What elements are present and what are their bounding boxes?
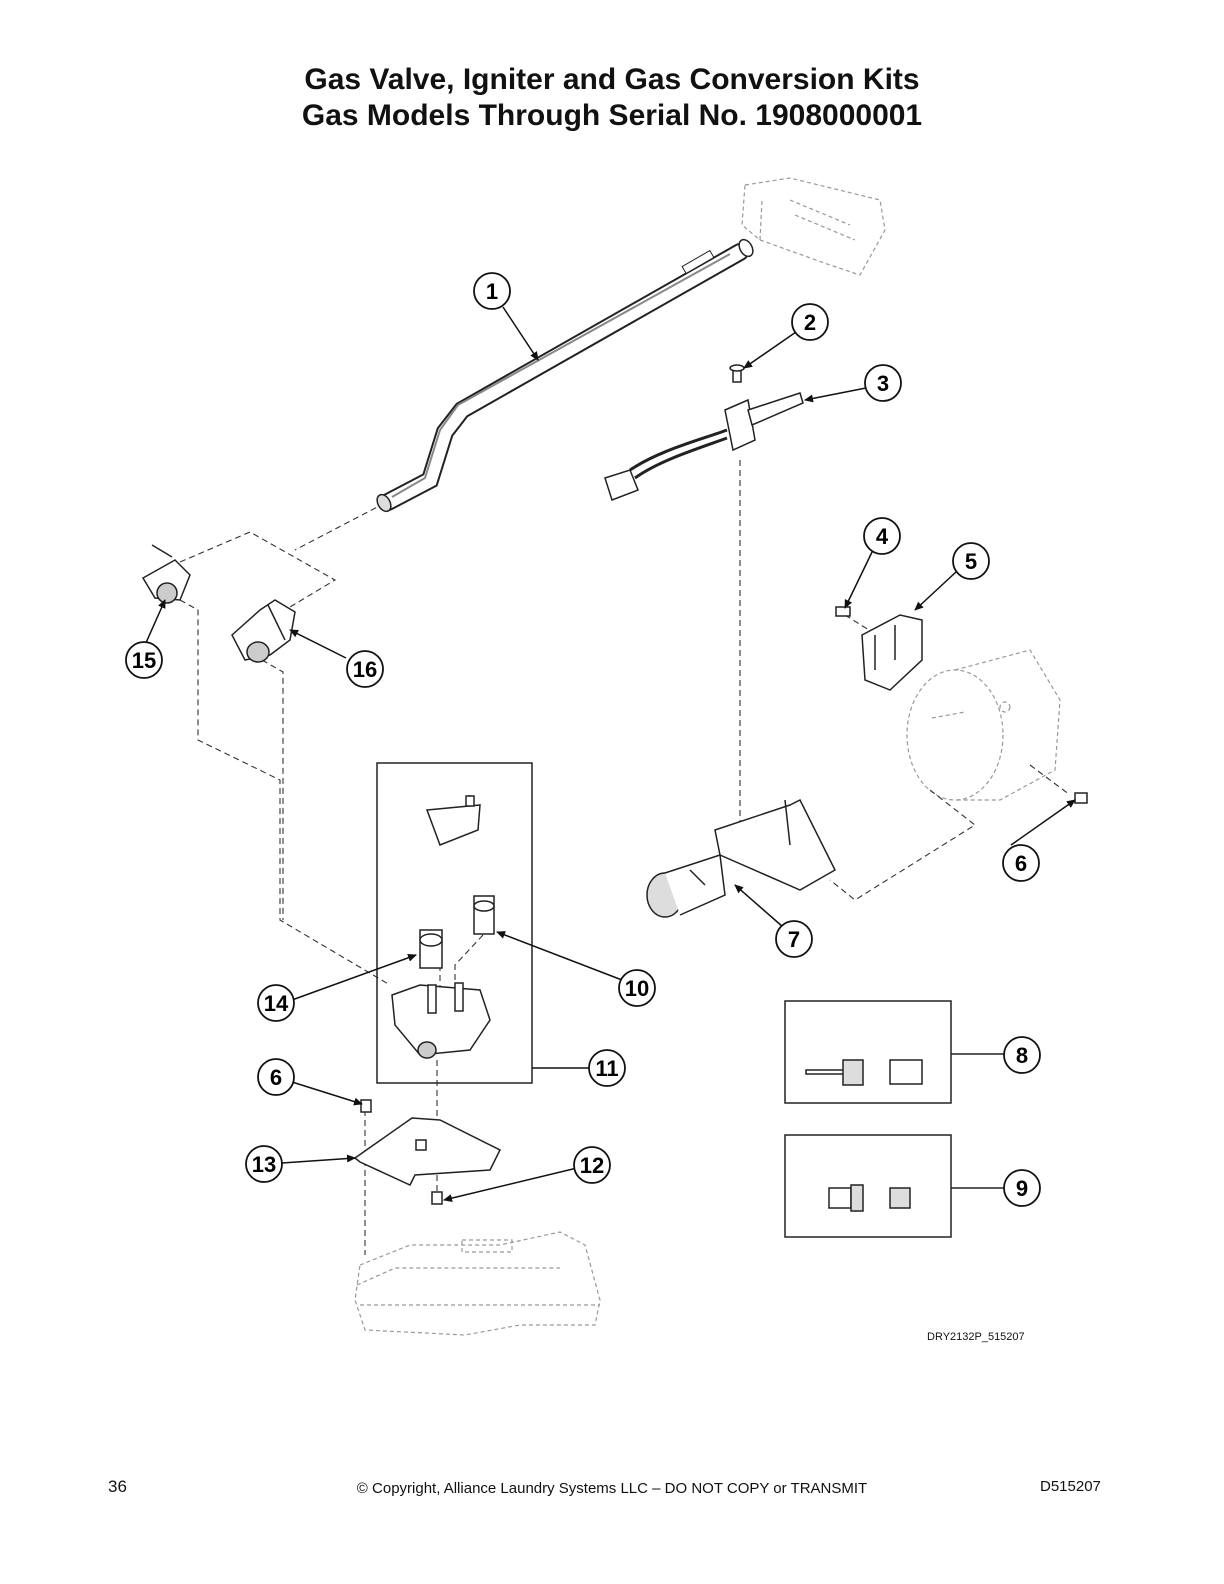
document-code: D515207 — [1040, 1478, 1101, 1495]
callout-7: 7 — [775, 920, 813, 958]
leader-lines — [144, 306, 1076, 1203]
valve-kit-box — [376, 762, 533, 1084]
page-number: 36 — [108, 1477, 127, 1496]
callout-6b: 6 — [257, 1058, 295, 1096]
svg-text:12: 12 — [580, 1153, 604, 1178]
drawing-id-label: DRY2132P_515207 — [927, 1331, 1025, 1343]
callout-6a: 6 — [1002, 844, 1040, 882]
page-title-line-1: Gas Valve, Igniter and Gas Conversion Ki… — [304, 63, 920, 96]
callout-5: 5 — [952, 542, 990, 580]
callout-10: 10 — [618, 969, 656, 1007]
svg-text:2: 2 — [804, 310, 816, 335]
gas-valve-part — [391, 795, 495, 1059]
svg-text:8: 8 — [1016, 1043, 1028, 1068]
igniter-screw-part — [729, 364, 745, 383]
svg-text:1: 1 — [486, 279, 498, 304]
burner-screw-part — [1074, 792, 1088, 804]
svg-text:14: 14 — [264, 991, 289, 1016]
callout-2: 2 — [791, 303, 829, 341]
gas-pipe-part — [376, 238, 754, 513]
callout-1: 1 — [473, 272, 511, 310]
valve-mounting-plate-part — [353, 1099, 502, 1205]
svg-text:3: 3 — [877, 371, 889, 396]
svg-text:15: 15 — [132, 648, 156, 673]
svg-text:4: 4 — [876, 524, 889, 549]
callout-3: 3 — [864, 364, 902, 402]
elbow-fitting-part — [141, 544, 191, 604]
svg-text:5: 5 — [965, 549, 977, 574]
callout-16: 16 — [346, 650, 384, 688]
burner-mount-part — [646, 798, 836, 918]
svg-text:10: 10 — [625, 976, 649, 1001]
svg-text:16: 16 — [353, 657, 377, 682]
igniter-part — [604, 392, 804, 501]
union-fitting-part — [231, 599, 296, 663]
svg-text:11: 11 — [595, 1056, 618, 1081]
callouts: 1 2 3 4 5 6 6 7 — [125, 272, 1041, 1207]
svg-text:6: 6 — [270, 1065, 282, 1090]
callout-8: 8 — [1003, 1036, 1041, 1074]
igniter-bracket-part — [835, 606, 923, 691]
callout-13: 13 — [245, 1145, 283, 1183]
ghost-cabinet-bracket — [741, 177, 886, 276]
callout-9: 9 — [1003, 1169, 1041, 1207]
svg-text:6: 6 — [1015, 851, 1027, 876]
svg-text:9: 9 — [1016, 1176, 1028, 1201]
conversion-kit-9-box — [784, 1134, 1004, 1238]
svg-text:13: 13 — [252, 1152, 276, 1177]
copyright-notice: © Copyright, Alliance Laundry Systems LL… — [356, 1480, 868, 1497]
page-title-line-2: Gas Models Through Serial No. 1908000001 — [301, 99, 923, 132]
callout-11: 11 — [588, 1049, 626, 1087]
callout-14: 14 — [257, 984, 295, 1022]
ghost-base-plate — [354, 1231, 601, 1336]
svg-text:7: 7 — [788, 927, 800, 952]
callout-12: 12 — [573, 1146, 611, 1184]
callout-4: 4 — [863, 517, 901, 555]
ghost-burner-tube — [906, 649, 1061, 801]
conversion-kit-8-box — [784, 1000, 1004, 1104]
callout-15: 15 — [125, 641, 163, 679]
assembly-lines — [179, 460, 1071, 1255]
